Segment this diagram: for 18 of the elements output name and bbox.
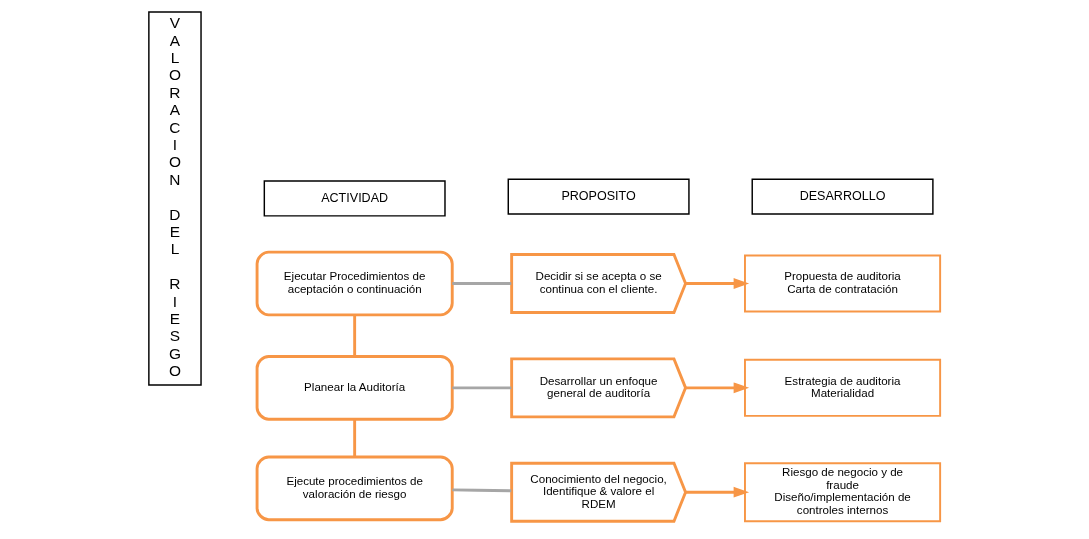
node-box: PROPOSITO bbox=[507, 178, 690, 215]
node-box: Riesgo de negocio y de fraude Diseño/implementación de controles internos bbox=[744, 462, 942, 523]
connector bbox=[353, 419, 357, 457]
node-box: Propuesta de auditoria Carta de contratación bbox=[744, 254, 942, 313]
node-box: DESARROLLO bbox=[751, 178, 934, 215]
connector bbox=[452, 282, 512, 285]
node-box: Planear la Auditoría bbox=[255, 355, 454, 421]
node-box: Estrategia de auditoria Materialidad bbox=[744, 358, 942, 417]
arrow bbox=[685, 486, 750, 498]
arrow bbox=[685, 278, 750, 289]
node-box: VALORACION DEL RIESGO bbox=[148, 11, 202, 386]
node-box: ACTIVIDAD bbox=[263, 180, 446, 217]
node-box: Ejecute procedimientos de valoración de riesgo bbox=[255, 455, 454, 522]
connector bbox=[353, 314, 357, 357]
arrow bbox=[685, 382, 750, 394]
node-box: Ejecutar Procedimientos de aceptación o continuación bbox=[255, 250, 454, 317]
connector bbox=[452, 488, 512, 493]
connector bbox=[452, 386, 512, 390]
